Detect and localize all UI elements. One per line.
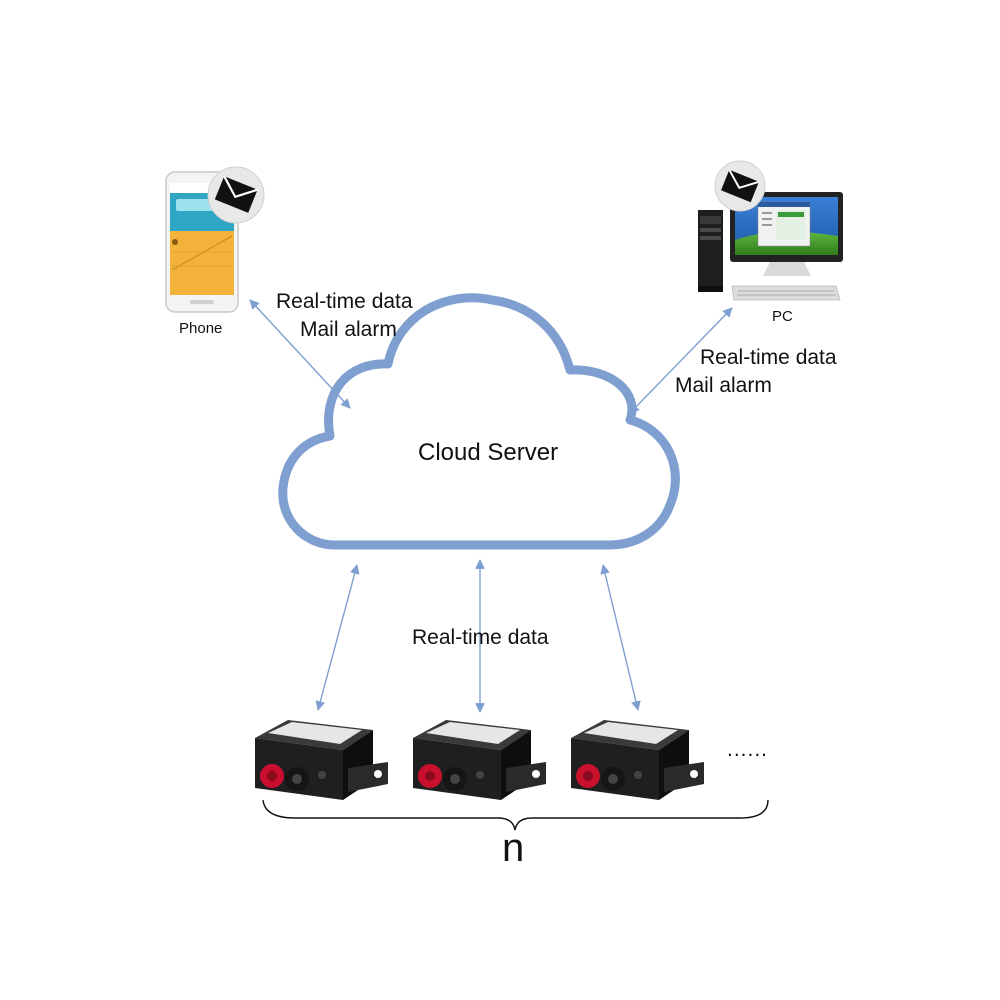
pc-link-label-alarm: Mail alarm	[675, 374, 772, 397]
device-count-label: n	[502, 826, 525, 870]
arrow-pc-cloud	[629, 307, 733, 414]
sensor-device-icon	[255, 720, 388, 800]
pc-tower-icon	[698, 210, 723, 292]
mail-icon	[714, 160, 766, 212]
arrow-phone-cloud	[249, 299, 351, 409]
phone-link-label-alarm: Mail alarm	[300, 318, 397, 341]
phone-link-label-data: Real-time data	[276, 290, 413, 313]
devices-link-label: Real-time data	[412, 626, 549, 649]
sensor-device-icon	[413, 720, 546, 800]
arrow-device1-cloud	[315, 564, 360, 711]
group-brace	[262, 799, 769, 831]
mail-icon	[207, 166, 265, 224]
cloud-shape	[278, 293, 680, 550]
phone-label: Phone	[179, 320, 223, 337]
more-devices-ellipsis: ......	[727, 738, 769, 761]
arrow-device3-cloud	[600, 564, 641, 711]
cloud-label: Cloud Server	[418, 439, 559, 466]
pc-link-label-data: Real-time data	[700, 346, 837, 369]
sensor-device-icon	[571, 720, 704, 800]
keyboard-icon	[731, 285, 841, 301]
pc-label: PC	[772, 308, 793, 325]
